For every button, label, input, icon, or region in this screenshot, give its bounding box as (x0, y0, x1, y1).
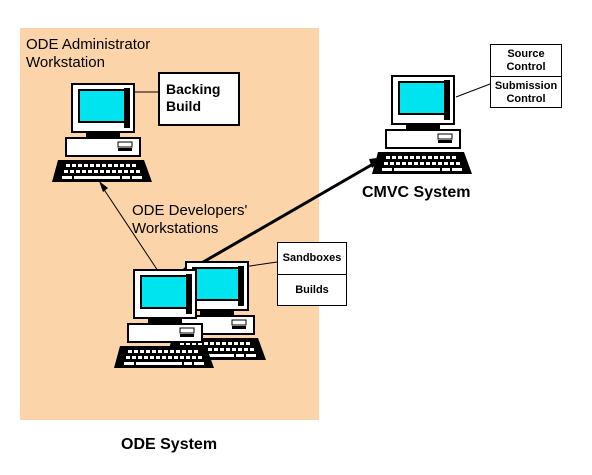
ode-system-label: ODE System (121, 436, 218, 453)
submission-control-cell: Submission Control (491, 76, 561, 107)
cmvc-computer-icon (371, 75, 473, 175)
submission-control-line1: Submission (494, 80, 558, 92)
admin-workstation-label: ODE Administrator Workstation (26, 36, 150, 72)
backing-build-box: Backing Build (158, 72, 240, 126)
submission-control-line2: Control (506, 93, 546, 105)
source-control-line1: Source (507, 48, 545, 60)
source-control-cell: Source Control (491, 45, 561, 76)
source-control-connector (455, 83, 491, 98)
sandboxes-builds-box: Sandboxes Builds (277, 242, 347, 306)
developers-label-line2: Workstations (132, 220, 219, 237)
builds-cell: Builds (278, 274, 346, 306)
source-control-line2: Control (506, 61, 546, 73)
backing-label-line2: Build (166, 98, 201, 114)
sandboxes-cell: Sandboxes (282, 252, 342, 264)
developers-label-line1: ODE Developers' (132, 202, 248, 219)
admin-label-line1: ODE Administrator (26, 36, 151, 53)
source-submission-box: Source Control Submission Control (490, 44, 562, 108)
developers-workstations-label: ODE Developers' Workstations (132, 202, 247, 238)
backing-label-line1: Backing (166, 81, 221, 97)
admin-label-line2: Workstation (26, 54, 105, 71)
cmvc-system-label: CMVC System (362, 184, 471, 201)
